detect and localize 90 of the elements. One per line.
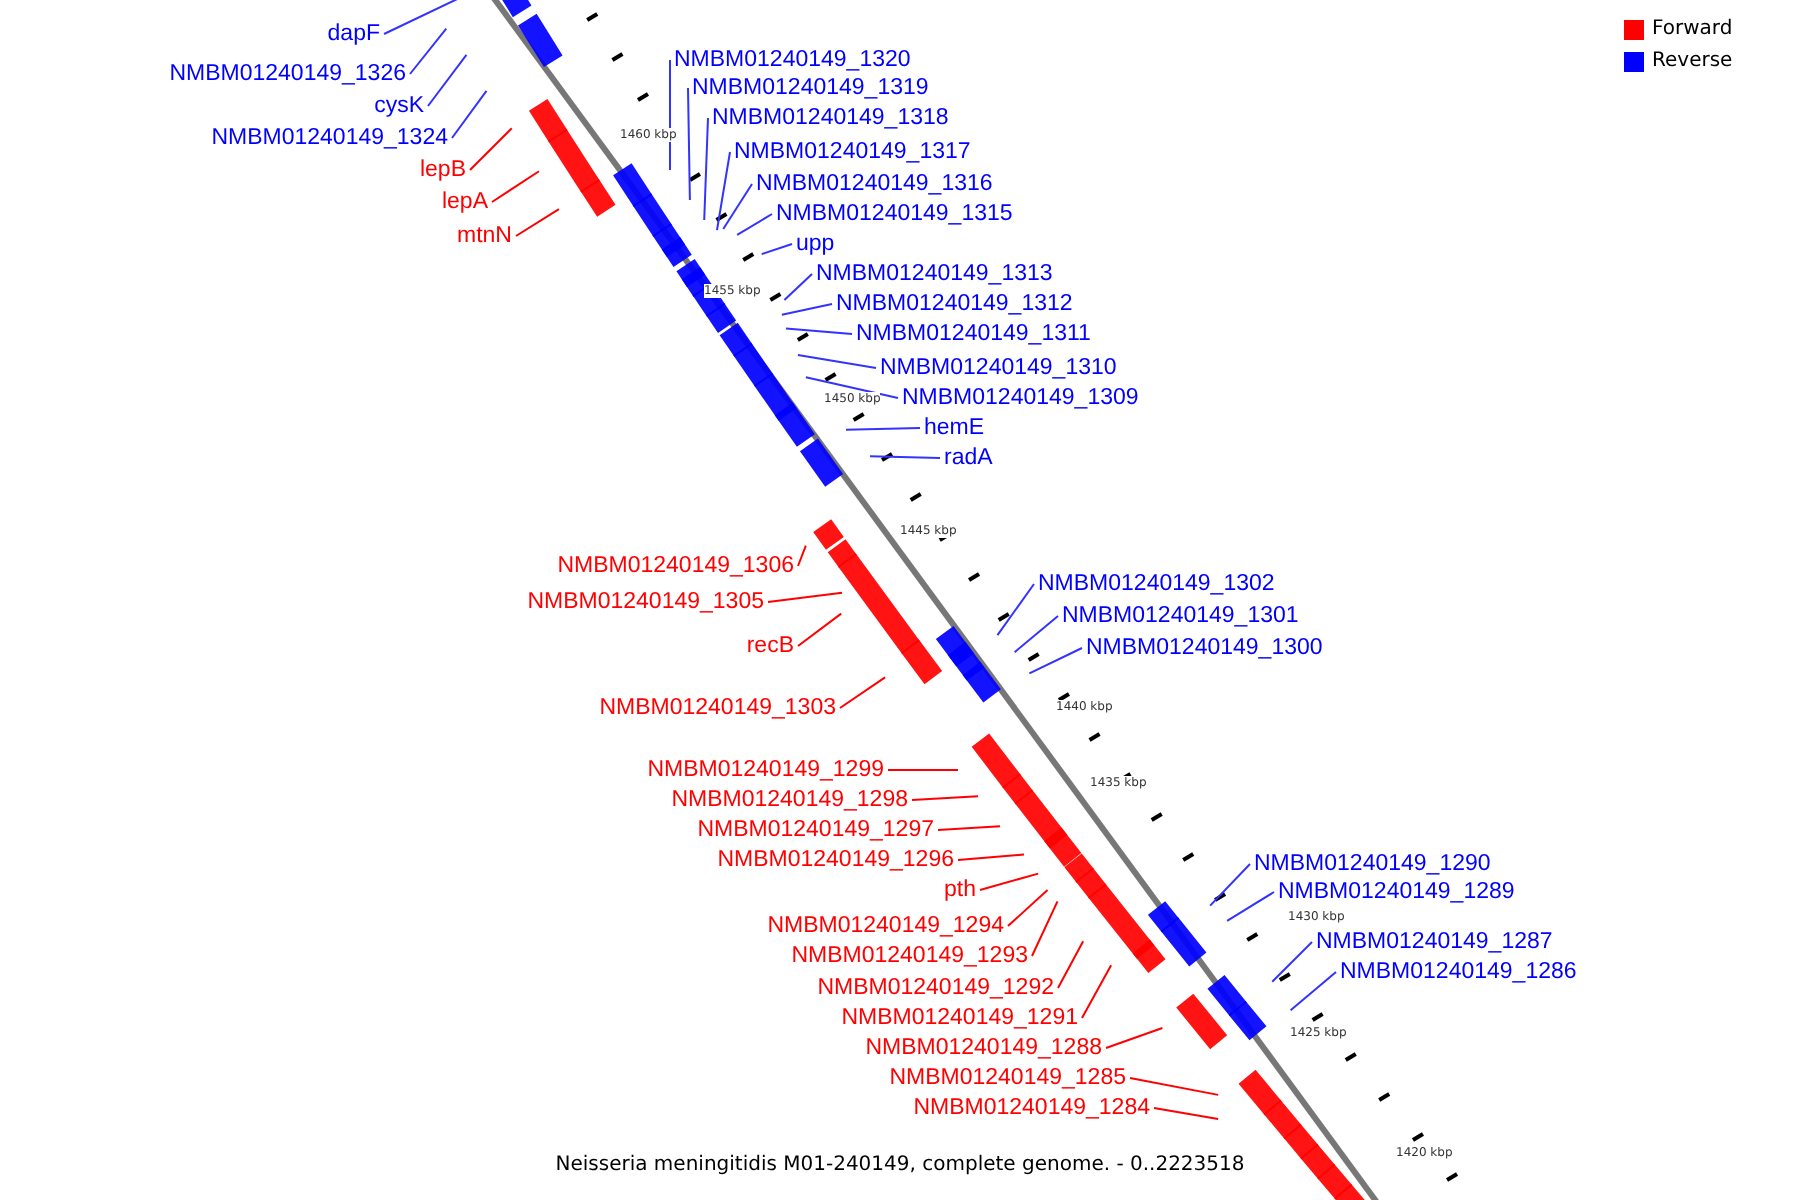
- gene-label: NMBM01240149_1320: [674, 46, 911, 74]
- leader-line: [669, 59, 671, 171]
- gene-label: NMBM01240149_1305: [527, 588, 764, 616]
- gene-label: NMBM01240149_1315: [776, 200, 1013, 228]
- gene-label: NMBM01240149_1302: [1038, 570, 1275, 598]
- gene-label: hemE: [924, 414, 985, 442]
- leader-line: [1105, 1027, 1164, 1049]
- leader-line: [1081, 964, 1113, 1019]
- leader-line: [785, 327, 853, 335]
- leader-line: [957, 853, 1025, 861]
- leader-line: [515, 208, 560, 237]
- leader-line: [1226, 891, 1275, 922]
- leader-line: [469, 127, 513, 171]
- gene-label: NMBM01240149_1286: [1340, 958, 1577, 986]
- gene-label: NMBM01240149_1294: [767, 912, 1004, 940]
- caption: Neisseria meningitidis M01-240149, complete genome. - 0..2223518: [555, 1154, 1245, 1176]
- gene-label: pth: [944, 876, 976, 904]
- gene-label: NMBM01240149_1298: [671, 786, 908, 814]
- legend-label: Forward: [1652, 18, 1733, 42]
- leader-line: [796, 354, 877, 369]
- leader-line: [1129, 1077, 1220, 1096]
- leader-line: [1007, 889, 1049, 927]
- gene-label: NMBM01240149_1311: [856, 320, 1091, 348]
- gene-label: NMBM01240149_1291: [841, 1004, 1078, 1032]
- gene-label: NMBM01240149_1317: [734, 138, 971, 166]
- leader-line: [451, 89, 488, 139]
- leader-line: [911, 795, 979, 801]
- gene-label: lepA: [441, 188, 488, 216]
- leader-line: [760, 243, 793, 256]
- gene-label: NMBM01240149_1303: [599, 694, 836, 722]
- leader-line: [996, 583, 1035, 637]
- leader-line: [783, 273, 813, 301]
- leader-line: [937, 825, 1001, 831]
- leader-line: [780, 303, 833, 316]
- leader-line: [491, 170, 540, 203]
- gene-label: NMBM01240149_1309: [902, 384, 1139, 412]
- leader-line: [687, 87, 691, 201]
- gene-label: NMBM01240149_1289: [1278, 878, 1515, 906]
- gene-label: NMBM01240149_1301: [1062, 602, 1299, 630]
- gene-label: NMBM01240149_1296: [717, 846, 954, 874]
- gene-label: NMBM01240149_1326: [169, 60, 406, 88]
- gene-label: NMBM01240149_1300: [1086, 634, 1323, 662]
- gene-label: NMBM01240149_1297: [697, 816, 934, 844]
- leader-line: [1057, 940, 1085, 989]
- gene-label: mtnN: [457, 222, 512, 250]
- leader-line: [797, 544, 807, 567]
- leader-line: [1271, 941, 1313, 983]
- gene-label: NMBM01240149_1299: [647, 756, 884, 784]
- legend-label: Reverse: [1652, 50, 1733, 74]
- leader-line: [703, 117, 709, 221]
- leader-line: [979, 872, 1040, 891]
- leader-line: [1031, 900, 1059, 957]
- gene-label: NMBM01240149_1319: [692, 74, 929, 102]
- leader-line: [804, 376, 899, 399]
- leader-line: [1289, 971, 1337, 1012]
- leader-line: [869, 455, 941, 459]
- gene-label: NMBM01240149_1306: [557, 552, 794, 580]
- leader-line: [1028, 647, 1083, 675]
- gene-label: NMBM01240149_1288: [865, 1034, 1102, 1062]
- gene-label: lepB: [419, 156, 466, 184]
- gene-label: NMBM01240149_1287: [1316, 928, 1553, 956]
- gene-label: NMBM01240149_1318: [712, 104, 949, 132]
- leader-line: [736, 213, 773, 236]
- leader-line: [797, 612, 843, 647]
- gene-label: NMBM01240149_1290: [1254, 850, 1491, 878]
- gene-label: recB: [746, 632, 794, 660]
- leader-line: [839, 676, 887, 709]
- gene-label: NMBM01240149_1316: [756, 170, 993, 198]
- gene-label: NMBM01240149_1293: [791, 942, 1028, 970]
- gene-label: NMBM01240149_1285: [889, 1064, 1126, 1092]
- leader-line: [722, 183, 753, 230]
- leader-line: [767, 591, 844, 603]
- gene-label: NMBM01240149_1313: [816, 260, 1053, 288]
- gene-label: NMBM01240149_1292: [817, 974, 1054, 1002]
- gene-label: NMBM01240149_1284: [913, 1094, 1150, 1122]
- leader-line: [427, 53, 468, 107]
- leader-line: [1013, 615, 1059, 654]
- gene-label: NMBM01240149_1324: [211, 124, 448, 152]
- leader-line: [887, 769, 959, 771]
- leader-line: [1209, 863, 1251, 907]
- leader-line: [716, 151, 731, 232]
- leader-line: [1153, 1107, 1220, 1120]
- gene-label: upp: [796, 230, 835, 258]
- gene-label: NMBM01240149_1312: [836, 290, 1073, 318]
- gene-label: cysK: [374, 92, 424, 120]
- gene-label: dapF: [327, 20, 380, 48]
- gene-label: NMBM01240149_1310: [880, 354, 1117, 382]
- gene-label: radA: [944, 444, 993, 472]
- leader-line: [845, 427, 921, 431]
- leader-line: [409, 27, 448, 75]
